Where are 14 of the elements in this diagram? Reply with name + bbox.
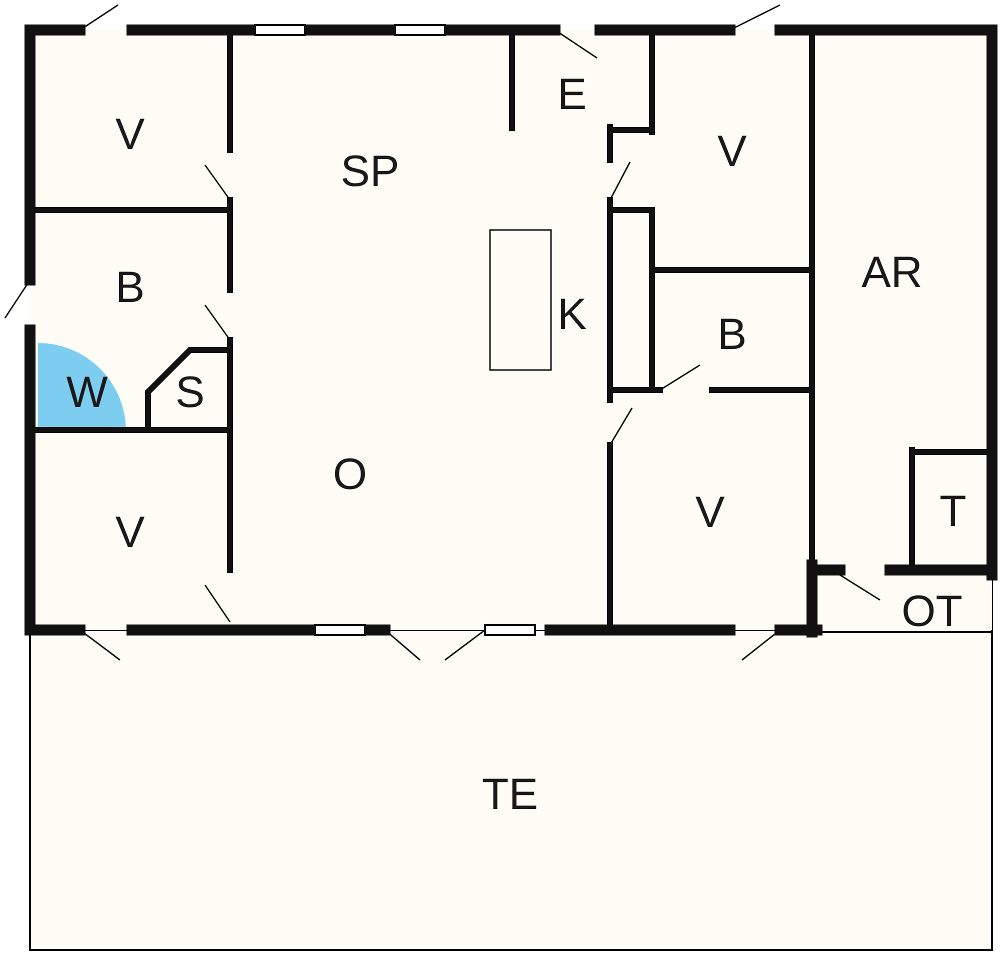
room-label: S [175, 371, 205, 415]
room-label: O [332, 453, 368, 497]
room-label: TE [482, 773, 538, 817]
room-label: V [115, 113, 145, 157]
room-label: K [557, 293, 587, 337]
room-label: V [717, 130, 747, 174]
room-label: E [557, 73, 587, 117]
room-label: V [695, 491, 725, 535]
room-label: B [115, 266, 145, 310]
room-label: B [717, 313, 747, 357]
room-label: AR [861, 251, 923, 295]
room-label: V [115, 511, 145, 555]
room-label: SP [340, 150, 400, 194]
room-label: T [940, 490, 966, 534]
